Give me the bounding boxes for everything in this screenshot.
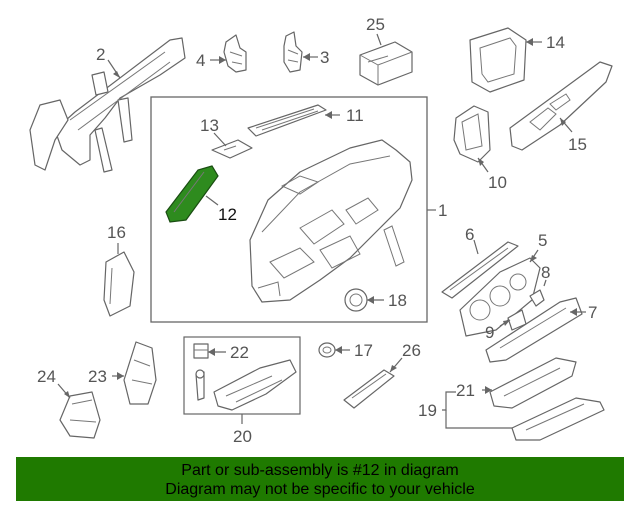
banner-line-1: Part or sub-assembly is #12 in diagram [181,462,459,479]
part-1-dashboard [249,139,413,303]
parts-diagram: 1 2 4 3 25 14 1 [29,15,613,446]
callout-4: 4 [196,51,205,70]
part-20-bolt [195,369,205,401]
part-22-clip [193,343,209,359]
callout-3: 3 [320,48,329,67]
callout-1: 1 [438,201,447,220]
part-7-lower-trim [485,297,583,363]
callout-9: 9 [485,323,494,342]
part-10-vent [453,105,491,163]
part-5-cluster [459,257,541,337]
callout-5: 5 [538,231,547,250]
callout-13: 13 [200,116,219,135]
part-13-bracket [211,139,253,159]
callout-20: 20 [233,427,252,446]
callout-2: 2 [96,45,105,64]
part-26-bar-bracket [343,369,395,409]
part-16-side-cover [103,251,135,317]
callout-19: 19 [418,401,437,420]
banner-line-2: Diagram may not be specific to your vehi… [165,481,475,498]
callout-18: 18 [388,291,407,310]
part-14-bezel [469,27,527,93]
callout-8: 8 [541,263,550,282]
callout-7: 7 [588,303,597,322]
part-12-shape [165,165,219,223]
part-11-defroster [247,104,327,137]
part-15-trim-panel [509,61,613,151]
part-2-cross-beam [29,37,186,173]
callout-10: 10 [488,173,507,192]
part-8-clip [529,289,545,307]
callout-23: 23 [88,367,107,386]
part-4-bracket [223,34,247,73]
part-3-bracket [283,31,303,73]
part-23-duct [123,341,157,405]
part-6-trim-strip [441,241,519,299]
callout-15: 15 [568,135,587,154]
callout-16: 16 [107,223,126,242]
part-12-highlighted [165,165,219,223]
part-21-duct [489,357,577,409]
callout-26: 26 [402,341,421,360]
part-20-bracket [213,359,297,411]
notice-banner: Part or sub-assembly is #12 in diagram D… [16,457,624,501]
callout-22: 22 [230,343,249,362]
part-25-module [359,41,413,86]
callout-24: 24 [37,367,56,386]
callout-17: 17 [354,341,373,360]
callout-21: 21 [456,381,475,400]
part-19-duct [511,397,605,441]
callout-25: 25 [366,15,385,34]
part-18-round-vent [344,288,368,312]
callout-11: 11 [346,106,364,125]
callout-14: 14 [546,33,565,52]
callout-12: 12 [218,205,237,224]
callout-6: 6 [465,225,474,244]
part-24-duct [59,391,101,439]
part-17-grommet [318,342,336,358]
